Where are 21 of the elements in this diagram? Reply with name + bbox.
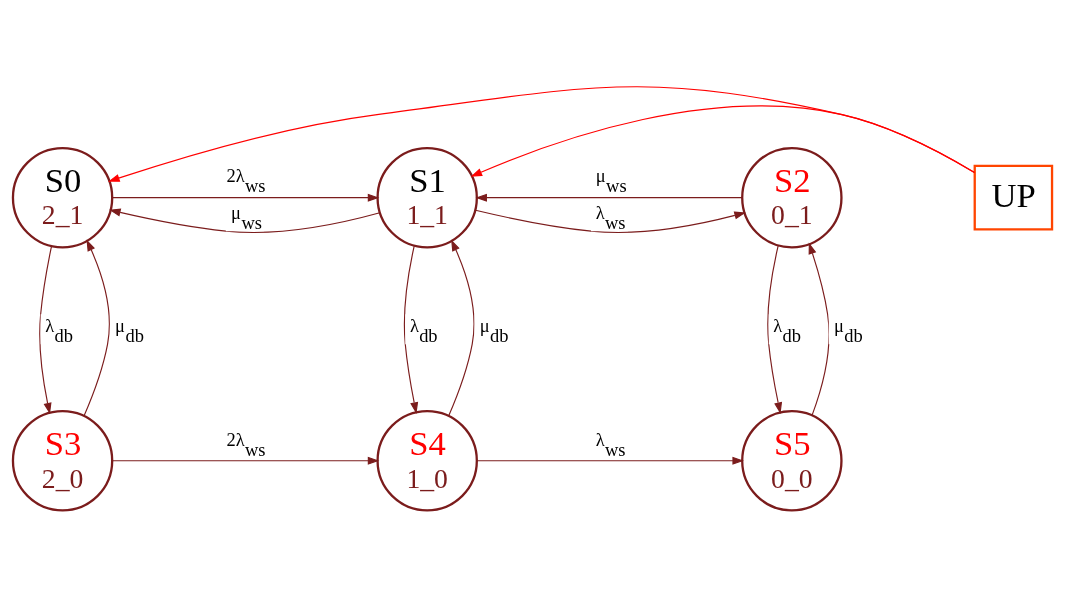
node-circle: S2 0_1 [741, 146, 843, 249]
arrow [448, 239, 475, 417]
arrow [111, 193, 380, 202]
arrow [109, 208, 381, 233]
arrow [111, 456, 380, 465]
arrow [475, 209, 746, 233]
arrow [475, 193, 743, 202]
node-circle: S0 2_1 [11, 146, 114, 249]
node-circle: S4 1_0 [376, 410, 478, 512]
arrow [470, 105, 975, 177]
arrow [403, 245, 419, 414]
node-circle: S3 2_0 [11, 410, 114, 512]
arrow [808, 242, 830, 416]
node-circle: S1 1_1 [376, 146, 478, 249]
node-circle: S5 0_0 [741, 410, 843, 512]
arrow [108, 86, 975, 182]
arrow [83, 239, 110, 417]
node-box: UP [973, 164, 1054, 231]
arrow [767, 244, 783, 414]
arrow [39, 245, 53, 415]
arrow [476, 456, 744, 465]
